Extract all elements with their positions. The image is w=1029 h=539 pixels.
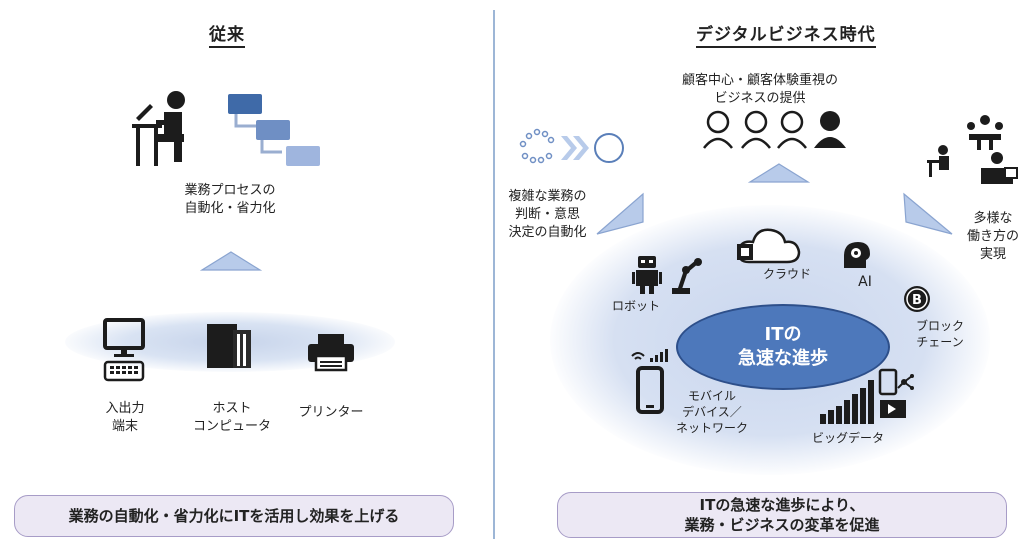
ai-brain-icon	[844, 242, 870, 268]
ai-label: AI	[858, 274, 872, 290]
mobile-device-icon	[631, 349, 668, 414]
up-arrow-triangle-customer	[748, 163, 810, 183]
customers-icon	[703, 110, 846, 149]
up-arrow-triangle	[200, 251, 262, 271]
mobile-label: モバイル デバイス／ ネットワーク	[675, 389, 748, 435]
big-data-icon	[820, 368, 914, 424]
robot-label: ロボット	[611, 299, 660, 313]
big-data-label: ビッグデータ	[811, 431, 884, 445]
host-computer-icon	[207, 324, 251, 368]
blockchain-label: ブロック チェーン	[915, 319, 964, 349]
printer-label: プリンター	[298, 405, 364, 420]
right-summary-box: ITの急速な進歩により、 業務・ビジネスの変革を促進	[557, 492, 1007, 538]
center-divider	[493, 10, 495, 539]
terminal-label: 入出力 端末	[105, 401, 145, 434]
printer-icon	[308, 334, 354, 372]
it-progress-ellipse: ITの 急速な進歩	[676, 304, 890, 390]
diagonal-arrow-left	[596, 192, 644, 235]
cloud-label: クラウド	[762, 267, 811, 281]
automation-label: 業務プロセスの 自動化・省力化	[184, 183, 276, 216]
terminal-icon	[103, 318, 145, 382]
process-flow-icon	[228, 94, 320, 166]
diagonal-arrow-right	[903, 192, 953, 235]
host-computer-label: ホスト コンピュータ	[192, 401, 271, 434]
robot-icon	[632, 256, 702, 294]
left-title: 従来	[209, 20, 245, 48]
decision-label: 複雑な業務の 判断・意思 決定の自動化	[508, 189, 587, 240]
left-summary-box: 業務の自動化・省力化にITを活用し効果を上げる	[14, 495, 454, 537]
customer-label: 顧客中心・顧客体験重視の ビジネスの提供	[681, 73, 838, 106]
cloud-icon	[737, 228, 801, 264]
desk-worker-icon	[132, 91, 185, 166]
blockchain-coin-icon: B	[904, 286, 930, 312]
right-title: デジタルビジネス時代	[696, 20, 876, 48]
decision-automation-icon	[519, 128, 624, 164]
svg-text:B: B	[912, 293, 922, 308]
workstyle-icon	[927, 115, 1018, 184]
workstyle-label: 多様な 働き方の 実現	[966, 211, 1019, 262]
